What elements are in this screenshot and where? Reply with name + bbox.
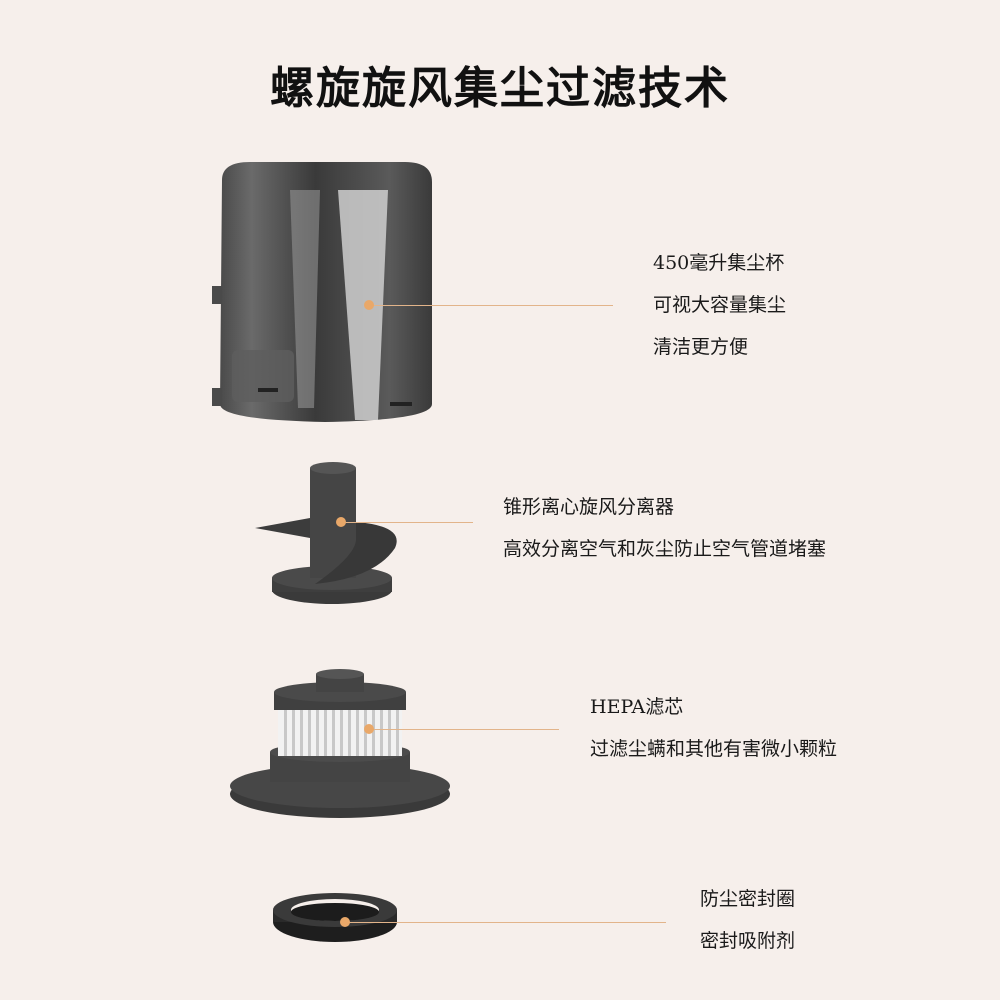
dust-cup-caption: 450毫升集尘杯 可视大容量集尘 清洁更方便 [653,242,786,368]
dust-cup-image [210,158,440,428]
caption-line: 过滤尘螨和其他有害微小颗粒 [590,738,838,760]
cyclone-separator-leader-line [345,522,473,523]
caption-line: 高效分离空气和灰尘防止空气管道堵塞 [503,538,827,560]
dust-cup-leader-line [373,305,613,306]
cyclone-separator-marker-dot [336,517,346,527]
caption-line: 可视大容量集尘 [653,294,787,316]
caption-line: 密封吸附剂 [700,930,796,952]
hepa-filter-image [228,668,452,820]
caption-line: 防尘密封圈 [700,888,796,910]
cyclone-separator-caption: 锥形离心旋风分离器 高效分离空气和灰尘防止空气管道堵塞 [503,486,826,570]
seal-ring-icon [273,893,397,942]
seal-ring-caption: 防尘密封圈 密封吸附剂 [700,878,795,962]
hepa-filter-marker-dot [364,724,374,734]
cyclone-separator-image [255,460,415,608]
seal-ring-image [270,892,400,944]
hepa-filter-leader-line [373,729,559,730]
caption-line: HEPA滤芯 [590,696,684,718]
caption-line: 锥形离心旋风分离器 [503,496,675,518]
caption-line: 450毫升集尘杯 [653,252,785,274]
page-title: 螺旋旋风集尘过滤技术 [270,63,730,114]
dust-cup-icon [212,162,432,422]
seal-ring-marker-dot [340,917,350,927]
hepa-filter-icon [230,669,450,818]
dust-cup-marker-dot [364,300,374,310]
cyclone-separator-icon [255,462,397,604]
caption-line: 清洁更方便 [653,336,749,358]
seal-ring-leader-line [349,922,666,923]
hepa-filter-caption: HEPA滤芯 过滤尘螨和其他有害微小颗粒 [590,686,837,770]
